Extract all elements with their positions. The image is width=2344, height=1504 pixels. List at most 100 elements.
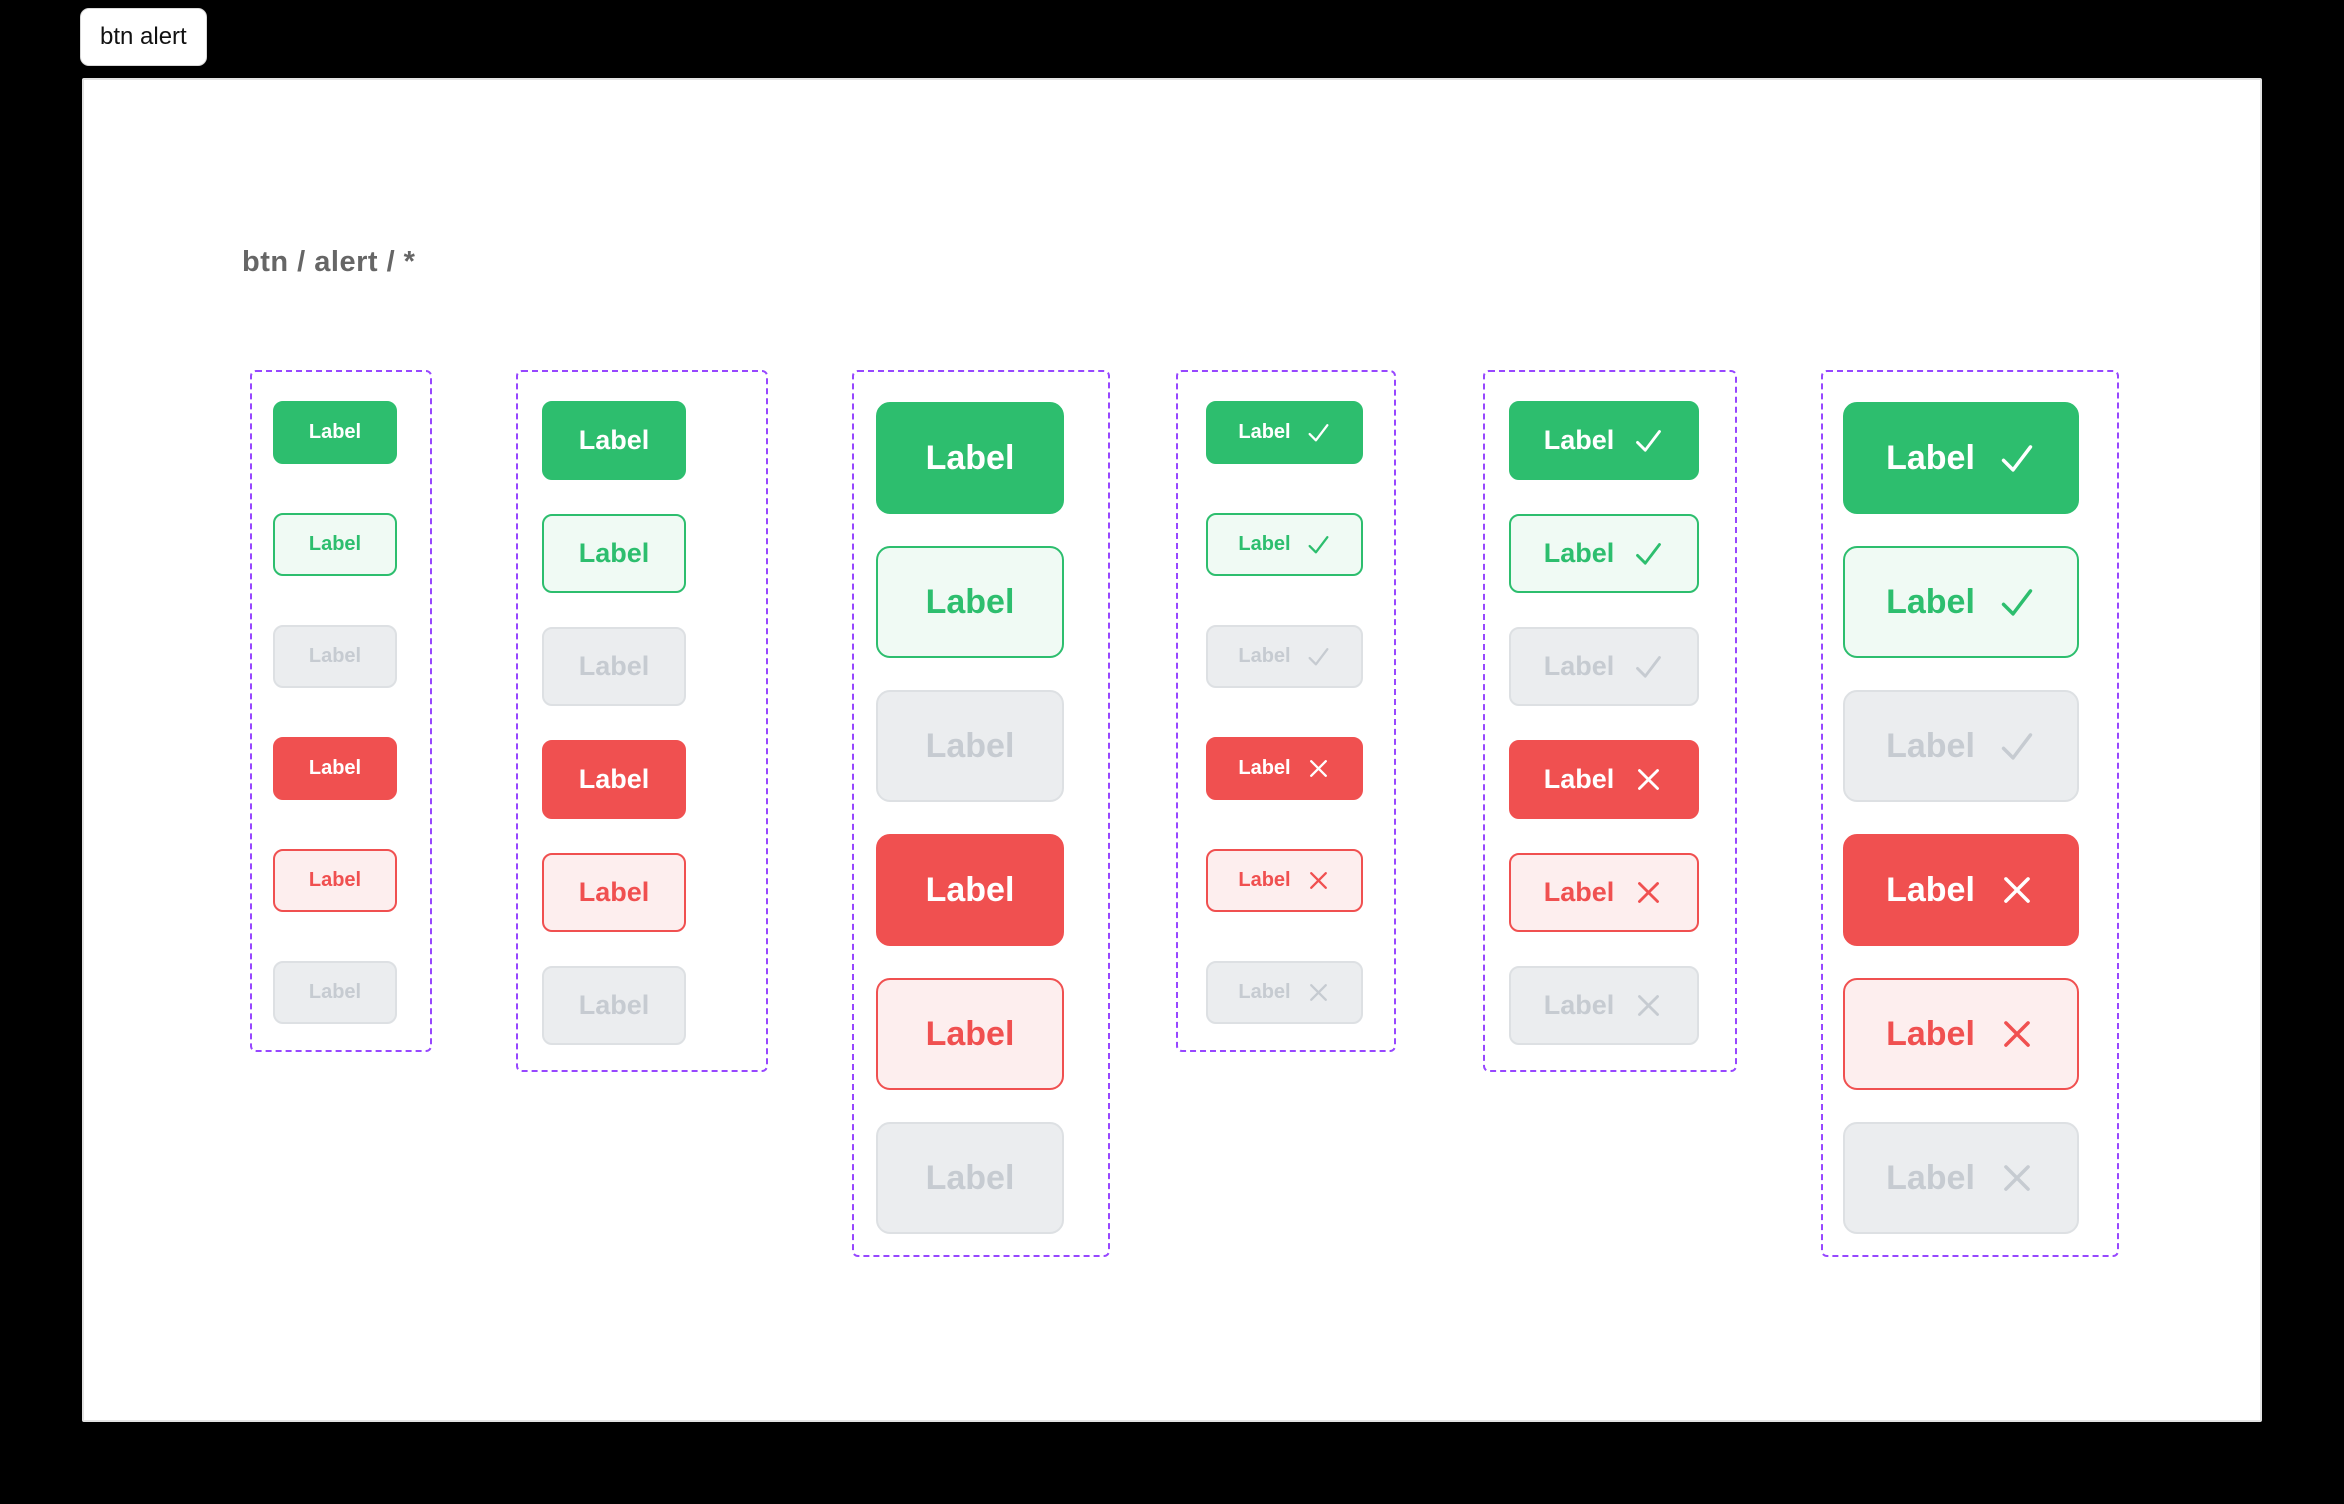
x-icon [1306, 756, 1331, 781]
button-success-outline-medium[interactable]: Label [542, 514, 686, 593]
button-success-solid-large-icon[interactable]: Label [1843, 402, 2079, 514]
button-label: Label [578, 538, 650, 568]
x-icon [1633, 764, 1664, 795]
button-label: Label [1238, 757, 1291, 779]
button-disabled-danger-large[interactable]: Label [876, 1122, 1064, 1234]
button-label: Label [1886, 582, 1975, 621]
button-success-solid-small-icon[interactable]: Label [1206, 401, 1363, 464]
check-icon [1998, 583, 2036, 621]
button-danger-outline-large-icon[interactable]: Label [1843, 978, 2079, 1090]
button-label: Label [1238, 533, 1291, 555]
button-disabled-success-small[interactable]: Label [273, 625, 397, 688]
button-success-outline-large[interactable]: Label [876, 546, 1064, 658]
check-icon [1998, 439, 2036, 477]
button-label: Label [1543, 990, 1615, 1020]
button-label: Label [925, 582, 1015, 621]
button-disabled-danger-medium-icon[interactable]: Label [1509, 966, 1699, 1045]
button-label: Label [1886, 1014, 1975, 1053]
button-danger-solid-small[interactable]: Label [273, 737, 397, 800]
button-label: Label [1886, 726, 1975, 765]
button-disabled-danger-small-icon[interactable]: Label [1206, 961, 1363, 1024]
button-label: Label [308, 421, 362, 443]
button-success-solid-medium-icon[interactable]: Label [1509, 401, 1699, 480]
check-icon [1633, 538, 1664, 569]
page-title: btn / alert / * [242, 246, 416, 278]
button-disabled-danger-medium[interactable]: Label [542, 966, 686, 1045]
check-icon [1633, 425, 1664, 456]
button-label: Label [925, 438, 1015, 477]
x-icon [1633, 990, 1664, 1021]
button-label: Label [308, 645, 362, 667]
button-danger-solid-large-icon[interactable]: Label [1843, 834, 2079, 946]
button-label: Label [308, 981, 362, 1003]
button-label: Label [925, 1158, 1015, 1197]
button-label: Label [578, 651, 650, 681]
button-danger-outline-large[interactable]: Label [876, 978, 1064, 1090]
button-label: Label [578, 877, 650, 907]
button-label: Label [578, 990, 650, 1020]
button-label: Label [925, 1014, 1015, 1053]
button-label: Label [1886, 870, 1975, 909]
button-success-solid-large[interactable]: Label [876, 402, 1064, 514]
button-success-outline-small-icon[interactable]: Label [1206, 513, 1363, 576]
button-label: Label [1543, 651, 1615, 681]
button-success-outline-large-icon[interactable]: Label [1843, 546, 2079, 658]
button-danger-outline-small-icon[interactable]: Label [1206, 849, 1363, 912]
check-icon [1633, 651, 1664, 682]
canvas-tab[interactable]: btn alert [80, 8, 207, 66]
button-label: Label [308, 533, 362, 555]
button-disabled-success-medium-icon[interactable]: Label [1509, 627, 1699, 706]
button-danger-outline-medium[interactable]: Label [542, 853, 686, 932]
check-icon [1306, 420, 1331, 445]
button-label: Label [1886, 1158, 1975, 1197]
button-label: Label [1543, 538, 1615, 568]
button-label: Label [925, 870, 1015, 909]
check-icon [1306, 532, 1331, 557]
button-danger-solid-medium[interactable]: Label [542, 740, 686, 819]
button-label: Label [1543, 764, 1615, 794]
x-icon [1633, 877, 1664, 908]
button-danger-solid-medium-icon[interactable]: Label [1509, 740, 1699, 819]
button-success-outline-small[interactable]: Label [273, 513, 397, 576]
button-label: Label [1543, 877, 1615, 907]
button-label: Label [925, 726, 1015, 765]
button-label: Label [1238, 421, 1291, 443]
button-label: Label [1886, 438, 1975, 477]
button-label: Label [1238, 869, 1291, 891]
button-success-outline-medium-icon[interactable]: Label [1509, 514, 1699, 593]
button-label: Label [1543, 425, 1615, 455]
button-disabled-success-large[interactable]: Label [876, 690, 1064, 802]
check-icon [1998, 727, 2036, 765]
button-danger-outline-medium-icon[interactable]: Label [1509, 853, 1699, 932]
x-icon [1998, 1159, 2036, 1197]
button-label: Label [1238, 981, 1291, 1003]
button-label: Label [578, 425, 650, 455]
button-disabled-danger-small[interactable]: Label [273, 961, 397, 1024]
button-success-solid-small[interactable]: Label [273, 401, 397, 464]
button-danger-solid-small-icon[interactable]: Label [1206, 737, 1363, 800]
button-label: Label [308, 869, 362, 891]
x-icon [1306, 868, 1331, 893]
button-label: Label [578, 764, 650, 794]
button-label: Label [1238, 645, 1291, 667]
check-icon [1306, 644, 1331, 669]
button-disabled-success-medium[interactable]: Label [542, 627, 686, 706]
button-danger-solid-large[interactable]: Label [876, 834, 1064, 946]
button-label: Label [308, 757, 362, 779]
button-disabled-danger-large-icon[interactable]: Label [1843, 1122, 2079, 1234]
canvas-tab-label: btn alert [100, 23, 187, 50]
button-success-solid-medium[interactable]: Label [542, 401, 686, 480]
x-icon [1998, 871, 2036, 909]
x-icon [1306, 980, 1331, 1005]
x-icon [1998, 1015, 2036, 1053]
button-disabled-success-small-icon[interactable]: Label [1206, 625, 1363, 688]
button-danger-outline-small[interactable]: Label [273, 849, 397, 912]
button-disabled-success-large-icon[interactable]: Label [1843, 690, 2079, 802]
